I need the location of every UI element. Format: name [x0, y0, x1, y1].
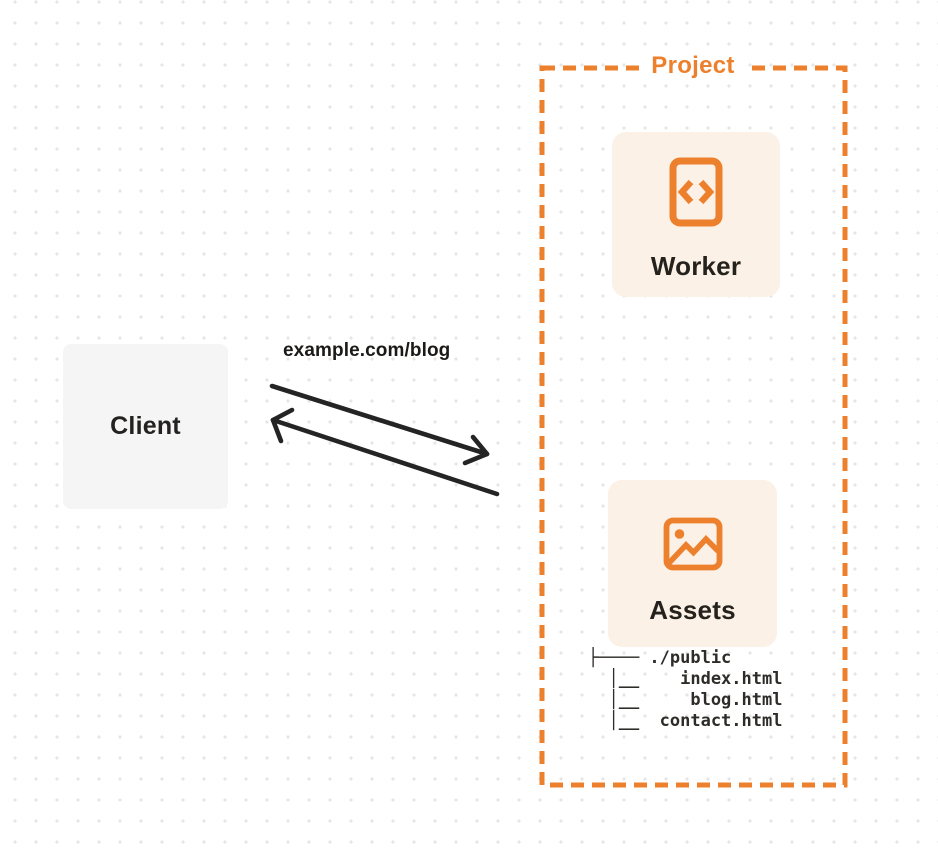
assets-label: Assets — [649, 595, 736, 625]
image-icon — [663, 517, 722, 571]
response-arrow — [270, 407, 500, 497]
assets-node: Assets — [608, 480, 777, 647]
worker-label: Worker — [650, 251, 742, 281]
project-label: Project — [641, 52, 745, 80]
assets-file-tree: ├──── ./public │__ index.html │__ blog.h… — [588, 648, 783, 731]
client-label: Client — [110, 412, 181, 440]
request-arrow — [269, 383, 490, 466]
code-icon — [669, 157, 723, 227]
client-node: Client — [63, 344, 228, 509]
worker-node: Worker — [612, 132, 780, 297]
request-url-label: example.com/blog — [283, 340, 451, 361]
